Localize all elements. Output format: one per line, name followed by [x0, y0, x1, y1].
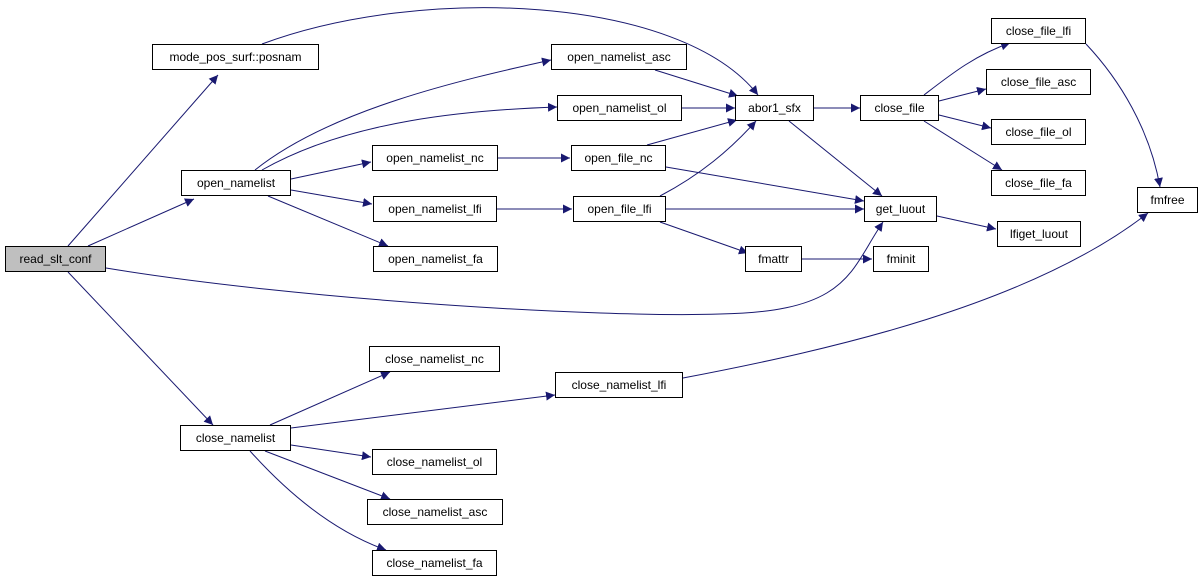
node-abor1-sfx[interactable]: abor1_sfx [735, 95, 814, 121]
edge-close-namelist-lfi-to-fmfree [682, 212, 1149, 379]
edge-close-file-lfi-to-fmfree [1085, 43, 1163, 188]
node-close-namelist-ol[interactable]: close_namelist_ol [372, 449, 497, 475]
edge-read-slt-conf-to-mode-pos-surf-posnam [67, 74, 219, 247]
node-close-file-fa[interactable]: close_file_fa [991, 170, 1086, 196]
node-open-namelist-asc[interactable]: open_namelist_asc [551, 44, 687, 70]
edge-open-namelist-to-open-namelist-nc [290, 159, 372, 180]
edge-open-file-nc-to-get-luout [665, 166, 865, 204]
node-close-namelist-lfi[interactable]: close_namelist_lfi [555, 372, 683, 398]
node-fmfree[interactable]: fmfree [1137, 187, 1198, 213]
node-open-namelist-lfi[interactable]: open_namelist_lfi [373, 196, 497, 222]
node-fmattr[interactable]: fmattr [745, 246, 802, 272]
edge-open-namelist-asc-to-abor1-sfx [654, 69, 739, 98]
edge-open-namelist-to-open-namelist-lfi [290, 189, 373, 207]
node-close-file[interactable]: close_file [860, 95, 939, 121]
node-open-file-nc[interactable]: open_file_nc [571, 145, 666, 171]
node-open-namelist[interactable]: open_namelist [181, 170, 291, 196]
node-get-luout[interactable]: get_luout [864, 196, 937, 222]
node-close-namelist-asc[interactable]: close_namelist_asc [367, 499, 503, 525]
edge-open-file-nc-to-abor1-sfx [646, 118, 738, 146]
node-open-namelist-nc[interactable]: open_namelist_nc [372, 145, 498, 171]
edge-close-namelist-to-close-namelist-fa [249, 450, 387, 552]
edge-close-file-to-close-file-fa [923, 120, 1003, 171]
node-open-file-lfi[interactable]: open_file_lfi [573, 196, 666, 222]
node-close-file-asc[interactable]: close_file_asc [986, 69, 1091, 95]
edge-read-slt-conf-to-get-luout [105, 221, 884, 316]
edge-read-slt-conf-to-close-namelist [67, 271, 214, 426]
edge-close-file-to-close-file-lfi [923, 41, 1011, 96]
node-open-namelist-ol[interactable]: open_namelist_ol [557, 95, 682, 121]
node-close-namelist[interactable]: close_namelist [180, 425, 291, 451]
edge-close-namelist-to-close-namelist-lfi [290, 391, 556, 429]
node-open-namelist-fa[interactable]: open_namelist_fa [373, 246, 498, 272]
node-close-namelist-fa[interactable]: close_namelist_fa [372, 550, 497, 576]
edge-close-namelist-to-close-namelist-nc [269, 371, 391, 426]
node-close-namelist-nc[interactable]: close_namelist_nc [369, 346, 500, 372]
edge-close-namelist-to-close-namelist-asc [264, 450, 391, 500]
node-close-file-ol[interactable]: close_file_ol [991, 119, 1086, 145]
edge-open-file-lfi-to-abor1-sfx [659, 120, 757, 197]
node-read-slt-conf: read_slt_conf [5, 246, 106, 272]
edge-close-file-to-close-file-ol [938, 114, 992, 131]
edge-mode-pos-surf-posnam-to-abor1-sfx [261, 7, 759, 96]
node-lfiget-luout[interactable]: lfiget_luout [997, 221, 1081, 247]
edge-abor1-sfx-to-get-luout [788, 120, 883, 197]
edge-open-file-lfi-to-fmattr [659, 221, 749, 255]
edge-read-slt-conf-to-open-namelist [87, 198, 195, 247]
edge-get-luout-to-lfiget-luout [936, 215, 997, 232]
edge-close-file-to-close-file-asc [938, 86, 987, 102]
node-fminit[interactable]: fminit [873, 246, 929, 272]
edge-open-namelist-to-open-namelist-fa [267, 195, 389, 247]
edge-open-namelist-to-open-namelist-ol [261, 102, 558, 171]
edge-close-namelist-to-close-namelist-ol [290, 444, 372, 461]
node-close-file-lfi[interactable]: close_file_lfi [991, 18, 1086, 44]
node-mode-pos-surf-posnam[interactable]: mode_pos_surf::posnam [152, 44, 319, 70]
edge-open-namelist-to-open-namelist-asc [254, 57, 552, 171]
